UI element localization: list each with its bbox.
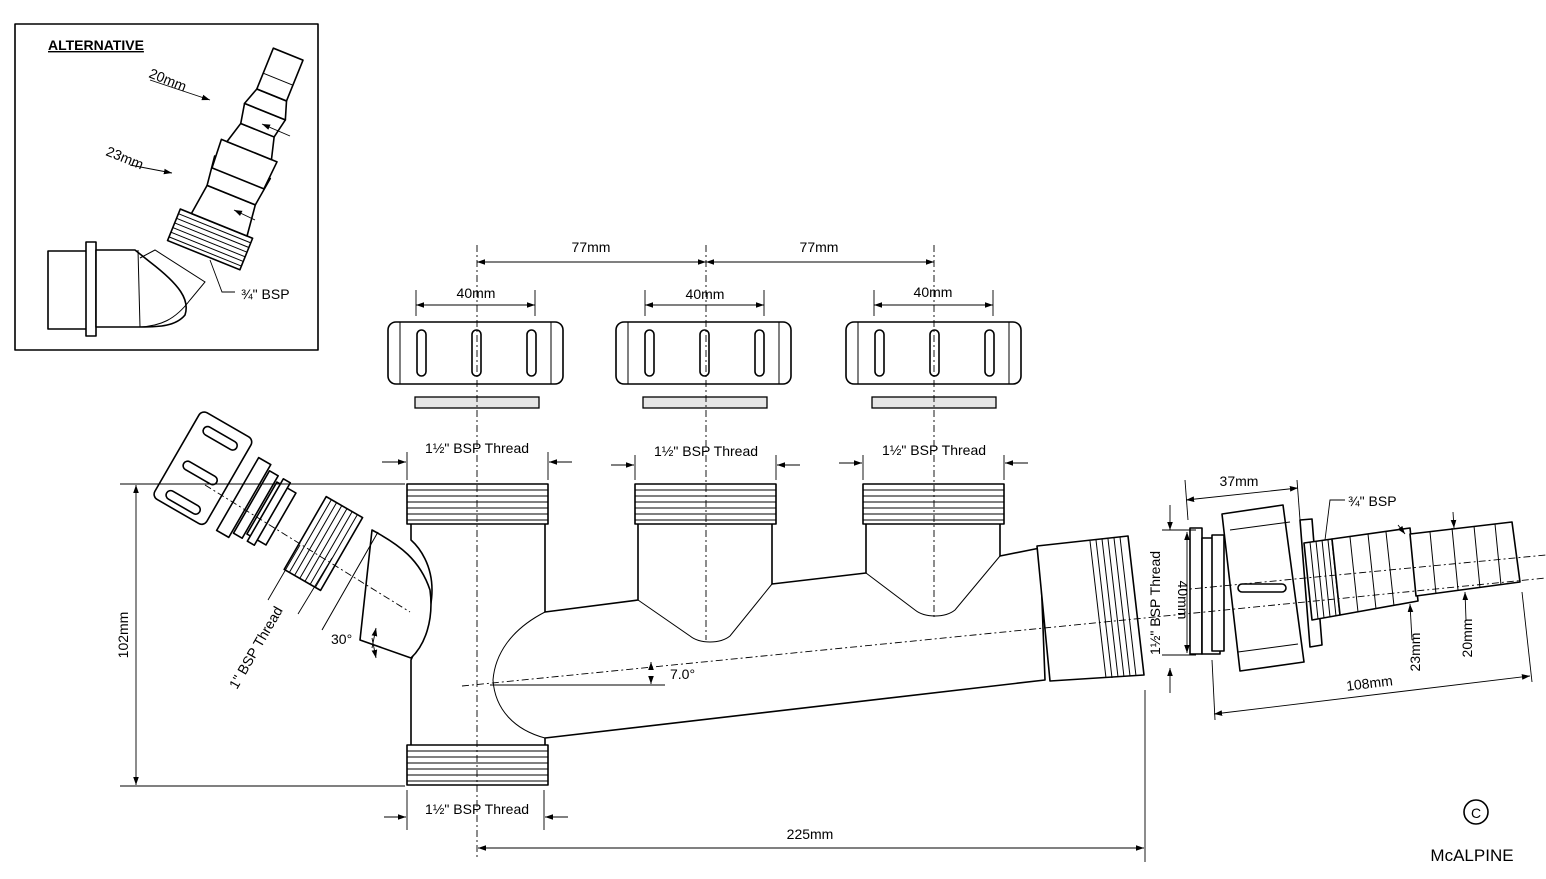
manifold-body — [406, 483, 1145, 786]
label-thread-outlet: 1½" BSP Thread — [1147, 551, 1163, 655]
copyright-circle — [1463, 799, 1489, 825]
label-angle-inlet: 30° — [331, 631, 352, 647]
label-nut-width: 37mm — [1220, 473, 1259, 489]
compression-nut-3 — [845, 321, 1022, 409]
side-inlet-nut — [153, 411, 253, 526]
label-angle-fall: 7.0° — [670, 666, 695, 682]
label-hose-23: 23mm — [1407, 633, 1423, 672]
label-spacing-right: 77mm — [800, 239, 839, 255]
thread-top-2 — [634, 483, 777, 525]
dimension-lines — [120, 259, 1533, 862]
outlet-assembly — [1189, 504, 1521, 672]
outlet-socket — [1036, 535, 1145, 682]
inset-label-23mm: 23mm — [104, 143, 146, 172]
alternative-inset: ALTERNATIVE — [14, 23, 319, 351]
copyright-mark: C — [1471, 805, 1481, 821]
label-hose-bsp: ¾" BSP — [1348, 493, 1397, 509]
label-height: 102mm — [115, 612, 131, 659]
label-hose-20: 20mm — [1459, 619, 1475, 658]
thread-top-3 — [862, 483, 1005, 525]
side-inlet — [153, 411, 364, 592]
label-nut1: 40mm — [457, 285, 496, 301]
outlet-nut — [1221, 504, 1305, 672]
label-spacing-left: 77mm — [572, 239, 611, 255]
branding: C McALPINE — [1430, 799, 1514, 865]
label-thread3: 1½" BSP Thread — [882, 442, 986, 458]
inset-frame — [14, 23, 319, 351]
inset-elbow — [47, 241, 206, 337]
inset-label-20mm: 20mm — [147, 65, 189, 94]
label-thread-bottom: 1½" BSP Thread — [425, 801, 529, 817]
compression-nut-1 — [387, 321, 564, 409]
thread-top-1 — [406, 483, 549, 525]
label-length: 225mm — [787, 826, 834, 842]
company-name: McALPINE — [1430, 846, 1513, 865]
inset-title: ALTERNATIVE — [48, 37, 144, 53]
label-thread1: 1½" BSP Thread — [425, 440, 529, 456]
label-hose-len: 108mm — [1345, 672, 1393, 694]
label-outlet-dia: 40mm — [1175, 581, 1191, 620]
compression-nut-2 — [615, 321, 792, 409]
inset-label-bsp: ¾" BSP — [241, 286, 290, 302]
thread-bottom — [406, 744, 549, 786]
label-thread2: 1½" BSP Thread — [654, 443, 758, 459]
inset-hose-tail — [166, 47, 304, 271]
label-thread-side: 1" BSP Thread — [226, 603, 286, 691]
label-nut3: 40mm — [914, 284, 953, 300]
label-nut2: 40mm — [686, 286, 725, 302]
